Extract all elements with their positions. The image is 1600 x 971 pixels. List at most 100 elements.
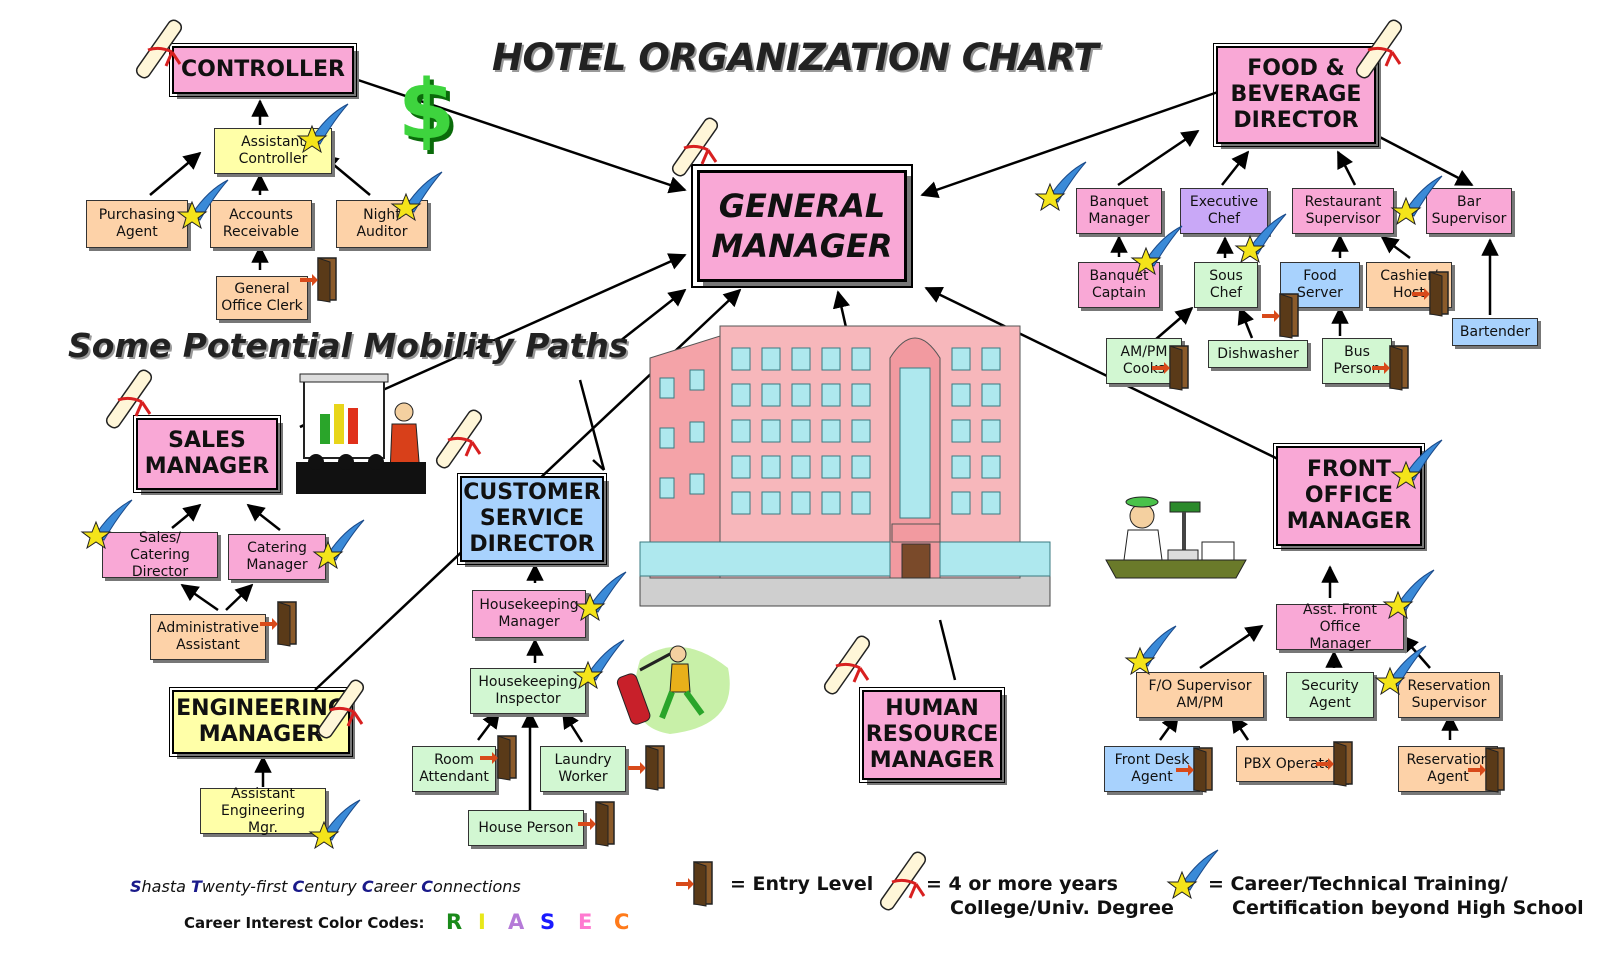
front-office-manager-box: FRONT OFFICE MANAGER xyxy=(1273,443,1425,549)
shooting-star-icon xyxy=(80,499,133,550)
front-desk-agent-box: Front Desk Agent xyxy=(1104,746,1200,792)
desk-clerk-illustration xyxy=(1105,496,1247,579)
housekeeping-inspector-box: Housekeeping Inspector xyxy=(470,668,586,714)
dishwasher-box: Dishwasher xyxy=(1208,340,1308,368)
assistant-engineering-mgr-box: Assistant Engineering Mgr. xyxy=(200,786,326,836)
shasta-initial: C xyxy=(361,877,374,896)
general-manager-box: GENERAL MANAGER xyxy=(691,164,913,288)
banquet-captain-box: Banquet Captain xyxy=(1078,262,1160,308)
diploma-icon xyxy=(671,117,719,177)
legend-entry-level: = Entry Level xyxy=(730,873,874,895)
shooting-star-icon xyxy=(1124,625,1177,676)
shooting-star-icon xyxy=(296,103,349,154)
shooting-star-icon xyxy=(1382,569,1435,620)
sous-chef-box: Sous Chef xyxy=(1194,262,1258,308)
customer-service-director-box: CUSTOMER SERVICE DIRECTOR xyxy=(457,473,607,565)
fb-director-box: FOOD & BEVERAGE DIRECTOR xyxy=(1213,43,1379,147)
shooting-star-icon xyxy=(1234,213,1287,264)
catering-manager-box: Catering Manager xyxy=(228,534,326,580)
door-icon xyxy=(1372,345,1409,391)
shooting-star-icon xyxy=(390,171,443,222)
shasta-word: hasta xyxy=(141,877,191,896)
door-icon xyxy=(260,601,297,647)
door-icon xyxy=(1262,293,1299,339)
shasta-word: areer xyxy=(373,877,422,896)
bus-person-box: Bus Person xyxy=(1322,338,1392,384)
legend-training-line1: = Career/Technical Training/ xyxy=(1208,873,1508,895)
administrative-assistant-box: Administrative Assistant xyxy=(150,614,266,660)
restaurant-supervisor-box: Restaurant Supervisor xyxy=(1292,188,1394,234)
sales-catering-director-box: Sales/ Catering Director xyxy=(102,530,218,580)
engineering-manager-box: ENGINEERING MANAGER xyxy=(169,687,353,757)
svg-text:$: $ xyxy=(402,67,459,162)
color-code-c: C xyxy=(614,910,630,934)
shasta-initial: S xyxy=(130,877,142,896)
laundry-worker-box: Laundry Worker xyxy=(540,746,626,792)
door-icon xyxy=(578,801,615,847)
color-code-a: A xyxy=(508,910,525,934)
house-person-box: House Person xyxy=(468,810,584,846)
door-icon xyxy=(1412,271,1449,317)
svg-text:$: $ xyxy=(398,63,455,158)
door-icon xyxy=(1152,345,1189,391)
shooting-star-icon xyxy=(308,799,361,850)
hotel-building-illustration xyxy=(639,325,1051,607)
page-title: HOTEL ORGANIZATION CHART xyxy=(492,36,1099,79)
sales-manager-box: SALES MANAGER xyxy=(133,415,281,493)
shooting-star-icon xyxy=(176,179,229,230)
diploma-icon xyxy=(435,409,483,469)
shooting-star-icon xyxy=(1390,175,1443,226)
dollar-sign-icon: $ $ xyxy=(398,63,459,162)
assistant-controller-box: Assistant Controller xyxy=(214,128,332,174)
bartender-box: Bartender xyxy=(1452,318,1538,346)
shasta-word: wenty-first xyxy=(201,877,293,896)
door-icon xyxy=(1176,747,1213,793)
shooting-star-icon xyxy=(312,519,365,570)
legend-degree-line1: = 4 or more years xyxy=(926,873,1118,895)
legend-degree-line2: College/Univ. Degree xyxy=(950,897,1174,919)
color-code-s: S xyxy=(540,910,556,934)
presentation-illustration xyxy=(296,373,426,494)
shooting-star-icon xyxy=(572,639,625,690)
color-code-e: E xyxy=(578,910,593,934)
door-icon xyxy=(628,745,665,791)
diploma-icon xyxy=(317,679,365,739)
banquet-manager-box: Banquet Manager xyxy=(1076,188,1162,234)
diploma-icon xyxy=(1355,19,1403,79)
color-code-r: R xyxy=(446,910,463,934)
diploma-icon xyxy=(135,19,183,79)
reservation-supervisor-box: Reservation Supervisor xyxy=(1398,672,1500,718)
shooting-star-icon xyxy=(574,571,627,622)
security-agent-box: Security Agent xyxy=(1286,672,1374,718)
executive-chef-box: Executive Chef xyxy=(1180,188,1268,234)
shasta-initial: C xyxy=(292,877,305,896)
night-auditor-box: Night Auditor xyxy=(336,200,428,248)
door-icon xyxy=(480,735,517,781)
housekeeping-manager-box: Housekeeping Manager xyxy=(472,590,586,638)
door-icon xyxy=(1468,747,1505,793)
door-icon xyxy=(1316,741,1353,787)
room-attendant-box: Room Attendant xyxy=(412,746,496,792)
asst-front-office-manager-box: Asst. Front Office Manager xyxy=(1276,602,1404,652)
general-office-clerk-box: General Office Clerk xyxy=(216,276,308,320)
mobility-paths-title: Some Potential Mobility Paths xyxy=(68,326,629,365)
shasta-word: entury xyxy=(304,877,362,896)
diploma-icon xyxy=(823,635,871,695)
human-resource-manager-box: HUMAN RESOURCE MANAGER xyxy=(859,687,1005,783)
bar-supervisor-box: Bar Supervisor xyxy=(1426,188,1512,234)
housekeeper-vacuum-illustration xyxy=(616,645,730,734)
shooting-star-icon xyxy=(1166,849,1219,900)
shooting-star-icon xyxy=(1130,225,1183,276)
diploma-icon xyxy=(879,851,927,911)
color-codes-label: Career Interest Color Codes: xyxy=(184,914,425,932)
door-icon xyxy=(300,257,337,303)
purchasing-agent-box: Purchasing Agent xyxy=(86,200,188,248)
shasta-credit: Shasta Twenty-first Century Career Conne… xyxy=(130,877,521,896)
shooting-star-icon xyxy=(1034,161,1087,212)
diploma-icon xyxy=(105,369,153,429)
shasta-word: onnections xyxy=(433,877,521,896)
shooting-star-icon xyxy=(1390,439,1443,490)
shasta-initial: C xyxy=(421,877,434,896)
door-icon xyxy=(676,861,713,907)
controller-box: CONTROLLER xyxy=(169,43,357,97)
